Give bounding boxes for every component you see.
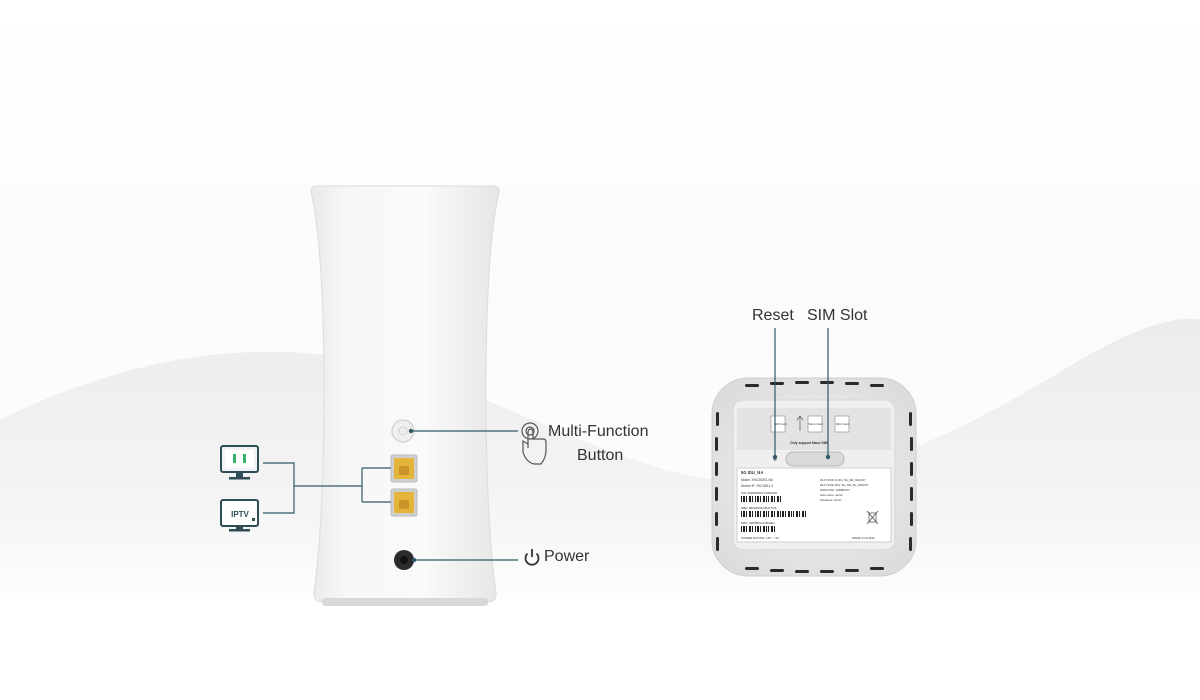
nano-card-text: Nano Card bbox=[809, 422, 824, 426]
router-body bbox=[310, 185, 500, 603]
wifi-ssid-24-text: Wi-Fi SSID (2.4G): 5G_NR_04ACD7 bbox=[820, 478, 866, 482]
made-in-text: MADE IN CHINA bbox=[852, 536, 875, 540]
callout-dot-multifunction bbox=[408, 428, 414, 434]
user-name-text: User name: admin bbox=[820, 493, 843, 497]
device-label-sticker bbox=[736, 467, 892, 543]
nano-card-icon bbox=[807, 415, 823, 433]
recycle-bin-icon bbox=[866, 510, 879, 525]
product-text: 5G IDU_NA bbox=[741, 470, 763, 475]
sim-slot-callout-label: SIM Slot bbox=[807, 307, 868, 324]
device-ip-text: Device IP: 192.168.1.1 bbox=[741, 484, 773, 488]
router-rear-view bbox=[310, 185, 500, 606]
vent-slots bbox=[715, 381, 913, 573]
ethernet-port-1[interactable] bbox=[390, 454, 418, 483]
callout-lines-rear bbox=[263, 430, 518, 561]
floor bbox=[0, 600, 1200, 700]
callout-dot-sim bbox=[825, 454, 831, 460]
model-text: Model: XHC300S1-NA bbox=[741, 478, 774, 482]
mini-card-text: Mini Card bbox=[836, 422, 849, 426]
mini-card-icon bbox=[834, 415, 850, 433]
iptv-icon bbox=[220, 499, 259, 532]
sim-card-left-text: SIM Card bbox=[774, 422, 787, 426]
barcode-1 bbox=[741, 496, 781, 502]
barcode-2 bbox=[741, 511, 806, 517]
barcode-3 bbox=[741, 526, 775, 532]
password-text: Password: admin bbox=[820, 498, 842, 502]
callout-lines-bottom bbox=[774, 328, 829, 457]
router-bottom-view bbox=[711, 377, 917, 577]
power-icon bbox=[524, 549, 540, 566]
multi-function-callout-label-line2: Button bbox=[577, 447, 624, 464]
insert-arrow-icon bbox=[796, 415, 804, 431]
power-rating-text: POWER RATING: 12V ⎓ 2A bbox=[741, 536, 779, 540]
computer-monitor-icon bbox=[220, 445, 259, 480]
mac-text: MAC: 98F5B4A4C8D4E1 bbox=[741, 521, 775, 525]
iptv-label: IPTV bbox=[231, 510, 249, 519]
power-callout-label: Power bbox=[544, 548, 590, 565]
callout-dot-reset bbox=[772, 454, 778, 460]
wpa-psk-text: WPA2-PSK: 32DB4CD7 bbox=[820, 488, 850, 492]
touch-gesture-icon bbox=[521, 422, 547, 465]
sim-slot[interactable] bbox=[785, 451, 845, 467]
sticker-text: SIM Card Nano Card Mini Card Only suppor… bbox=[741, 422, 875, 540]
multi-function-callout-label: Multi-Function bbox=[548, 423, 649, 440]
wifi-ssid-5-text: Wi-Fi SSID (5G): 5G_NR_5G_04ACD7 bbox=[820, 483, 869, 487]
router-base bbox=[322, 598, 488, 606]
reset-callout-label: Reset bbox=[752, 307, 794, 324]
callout-dot-power bbox=[411, 557, 417, 563]
ethernet-port-2[interactable] bbox=[390, 488, 418, 517]
imei-text: IMEI: 86018504105417/05 bbox=[741, 506, 777, 510]
power-jack-center bbox=[400, 556, 408, 564]
sn-text: S/N: 8SB25002T14000168 bbox=[741, 491, 777, 495]
support-note-text: Only support Nano SIM bbox=[790, 441, 828, 445]
multi-function-button-mark bbox=[398, 426, 408, 436]
